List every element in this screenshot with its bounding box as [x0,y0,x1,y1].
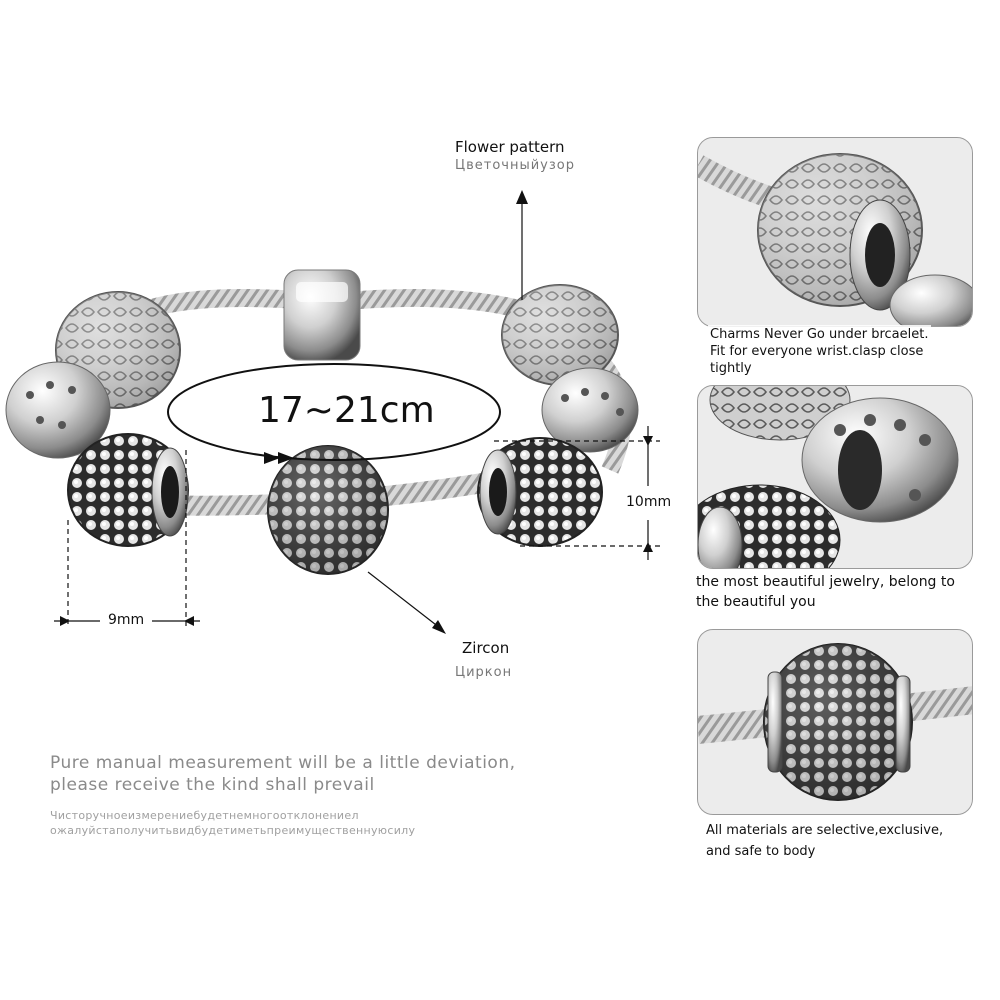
panel-2-caption-line-1: the most beautiful jewelry, belong to [696,574,955,590]
measurement-note-line-1: Pure manual measurement will be a little… [50,753,516,773]
detail-panel-clasp [697,137,973,327]
size-ellipse-arrows [264,452,294,464]
panel-1-caption: Charms Never Go under brcaelet. Fit for … [708,325,931,378]
flower-bead-right [501,284,619,386]
panel-3-caption-line-1: All materials are selective,exclusive, [706,823,944,838]
width-dimension-lines [54,450,200,628]
panel-2-caption-line-2: the beautiful you [696,594,816,610]
flower-pattern-pointer [516,190,528,300]
panel-1-caption-line-3: tightly [710,361,752,376]
detail-panel-zircon [697,629,973,815]
detail-panel-beads [697,385,973,569]
rhinestone-bead-left [5,361,111,459]
measurement-note-ru-line-2: ожалуйстаполучитьвидбудетиметьпреимущест… [50,824,416,837]
measurement-note-ru-line-1: Чисторучноеизмерениебудетнемногоотклонен… [50,809,359,822]
zircon-bead-center [267,445,389,575]
panel-1-caption-line-2: Fit for everyone wrist.clasp close [710,344,924,359]
bead-height-label: 10mm [624,494,674,510]
flower-pattern-label-ru: Цветочныйузор [455,158,575,173]
zircon-label-ru: Циркон [455,665,513,680]
bracelet-size-label: 17~21cm [258,390,435,431]
panel-1-caption-line-1: Charms Never Go under brcaelet. [710,327,929,342]
panel-3-photo [698,630,972,814]
measurement-note-line-2: please receive the kind shall prevail [50,775,375,795]
zircon-bead-right [477,437,603,547]
measurement-note: Pure manual measurement will be a little… [50,752,516,796]
size-ellipse [167,363,501,461]
measurement-note-ru: Чисторучноеизмерениебудетнемногоотклонен… [50,808,415,838]
height-dimension-lines [494,426,660,560]
zircon-pointer [367,571,446,634]
zircon-bead-left [67,433,189,547]
panel-3-caption: All materials are selective,exclusive, a… [706,820,943,862]
panel-1-photo [698,138,972,326]
barrel-clasp [283,269,361,361]
bead-width-label: 9mm [106,612,147,628]
rhinestone-bead-right [541,367,639,453]
flower-pattern-label: Flower pattern [455,138,565,156]
zircon-label: Zircon [462,639,510,657]
panel-2-caption: the most beautiful jewelry, belong to th… [696,572,955,612]
panel-3-caption-line-2: and safe to body [706,844,816,859]
panel-2-photo [698,386,972,568]
